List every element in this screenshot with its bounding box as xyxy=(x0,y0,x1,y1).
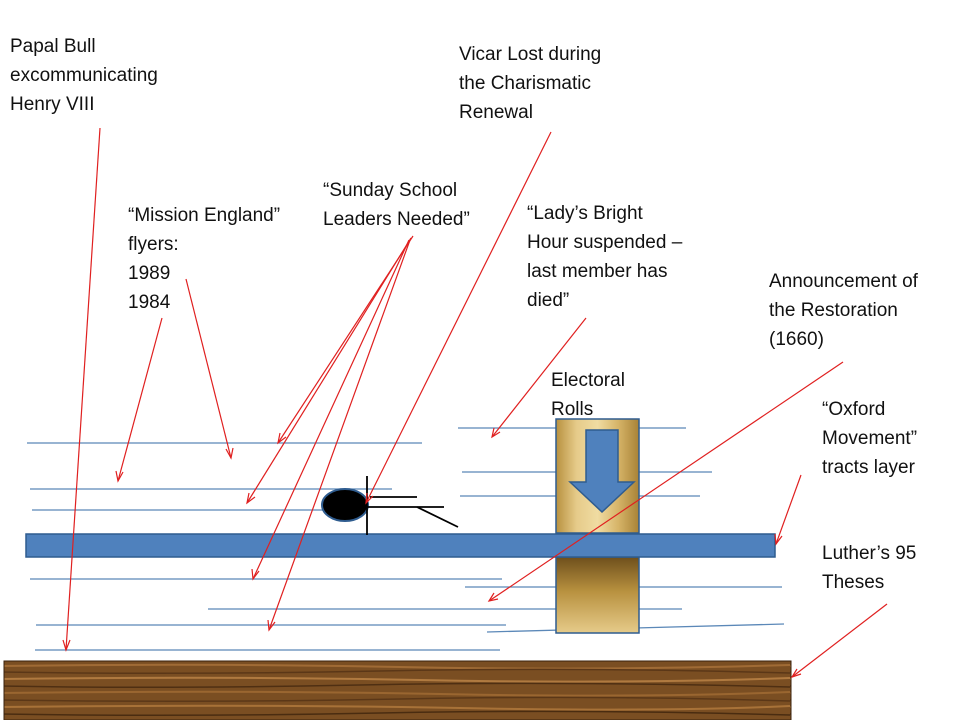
label-papal-bull: Papal Bull excommunicating Henry VIII xyxy=(10,36,158,115)
arrow-papal-bull xyxy=(65,127,101,651)
arrow-ladys-bright-hour xyxy=(491,317,587,438)
label-electoral-rolls: Electoral Rolls xyxy=(551,370,625,420)
arrow-luther xyxy=(791,603,888,678)
arrow-sunday-3 xyxy=(252,239,410,580)
arrow-sunday-2 xyxy=(246,237,412,504)
label-vicar-lost: Vicar Lost during the Charismatic Renewa… xyxy=(459,44,602,123)
oxford-movement-layer xyxy=(25,533,776,558)
wood-base-layer xyxy=(3,660,792,720)
label-luther-theses: Luther’s 95 Theses xyxy=(822,543,917,593)
annotation-arrows xyxy=(62,127,888,679)
down-arrow-icon xyxy=(568,429,636,514)
arrow-mission-1984 xyxy=(117,317,163,482)
arrow-sunday-4 xyxy=(268,239,411,631)
label-mission-england: “Mission England” flyers: 1989 1984 xyxy=(128,205,281,313)
label-restoration: Announcement of the Restoration (1660) xyxy=(769,271,918,350)
label-ladys-bright-hour: “Lady’s Bright Hour suspended – last mem… xyxy=(527,203,683,311)
label-oxford-movement: “Oxford Movement” tracts layer xyxy=(822,399,918,478)
arrow-mission-1989 xyxy=(185,278,232,459)
arrow-restoration xyxy=(488,361,844,602)
lying-stick-figure xyxy=(321,476,459,535)
arrow-oxford xyxy=(775,474,802,545)
electoral-rolls-pipe xyxy=(555,418,640,634)
arrow-vicar xyxy=(365,131,552,504)
label-sunday-school: “Sunday School Leaders Needed” xyxy=(323,180,470,230)
